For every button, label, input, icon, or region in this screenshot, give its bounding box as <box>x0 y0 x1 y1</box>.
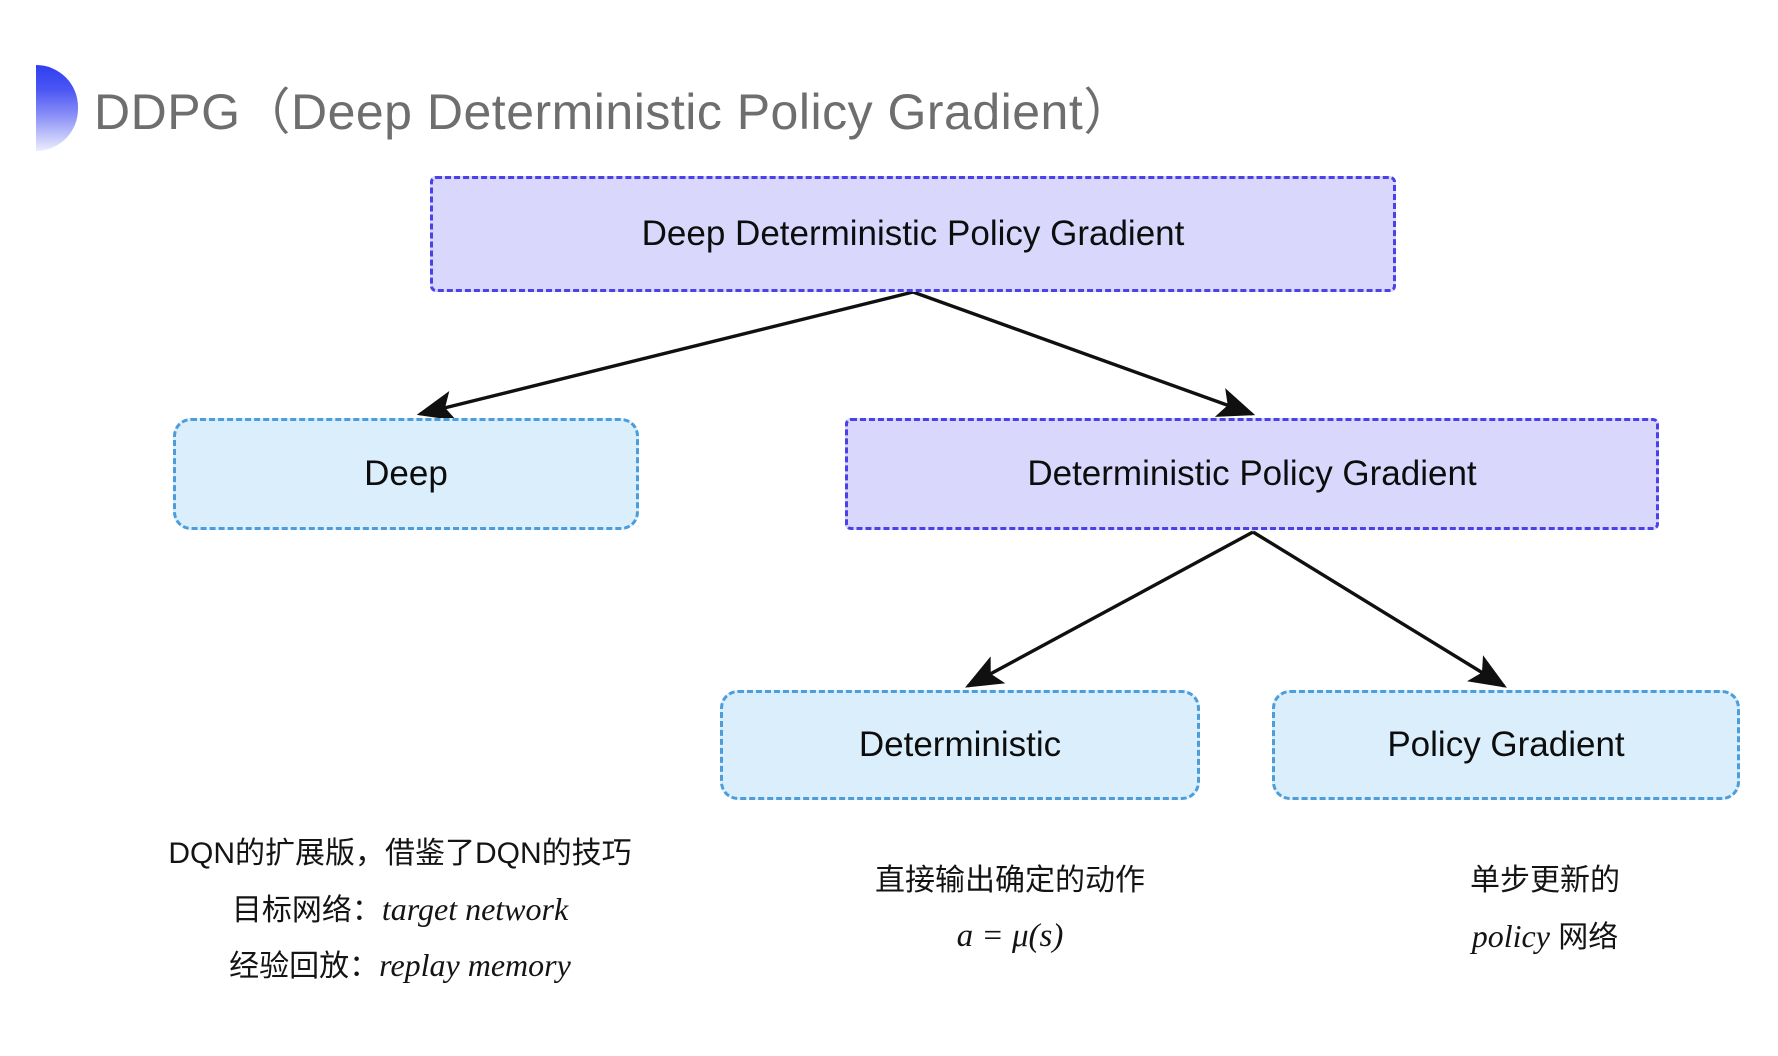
annotation-deep-term-target-network: target network <box>381 890 569 927</box>
annotation-deterministic-line-1: 直接输出确定的动作 <box>875 864 1145 897</box>
node-label: Deterministic Policy Gradient <box>1027 453 1477 493</box>
edge-root-to-dpg <box>912 290 1256 417</box>
node-policy-gradient[interactable]: Policy Gradient <box>1272 690 1740 800</box>
slide-margin-left <box>0 0 30 1056</box>
node-deterministic[interactable]: Deterministic <box>720 690 1200 800</box>
slide-margin-top <box>0 0 1778 28</box>
annotation-deep-line-3-label: 经验回放： <box>229 950 380 983</box>
node-label: Policy Gradient <box>1387 724 1625 764</box>
slide-title-row: DDPG（Deep Deterministic Policy Gradient） <box>36 62 1134 154</box>
annotation-deep-line-2-label: 目标网络： <box>231 893 382 927</box>
slide-margin-bottom <box>0 1024 1778 1056</box>
annotation-policy-gradient-line-1: 单步更新的 <box>1470 864 1620 897</box>
edge-root-to-deep <box>416 290 914 421</box>
annotation-deep-line-3: 经验回放：replay memory <box>120 937 680 994</box>
annotation-deterministic: 直接输出确定的动作 a = μ(s) <box>800 855 1220 965</box>
slide-margin-right <box>1750 0 1778 1056</box>
annotation-policy-gradient-line-2-label: 网络 <box>1558 920 1619 954</box>
title-bullet-icon <box>36 65 78 151</box>
node-label: Deep <box>364 453 448 493</box>
edge-dpg-to-deterministic <box>965 530 1254 688</box>
annotation-deep-line-1: DQN的扩展版，借鉴了DQN的技巧 <box>168 837 632 870</box>
node-label: Deterministic <box>858 724 1062 764</box>
page-title: DDPG（Deep Deterministic Policy Gradient） <box>94 84 1134 140</box>
node-deep[interactable]: Deep <box>173 418 639 530</box>
annotation-policy-gradient: 单步更新的 policy 网络 <box>1345 855 1745 964</box>
node-deep-deterministic-policy-gradient[interactable]: Deep Deterministic Policy Gradient <box>430 176 1396 292</box>
annotation-policy-gradient-term-policy: policy <box>1471 917 1550 954</box>
annotation-deterministic-formula: a = μ(s) <box>956 917 1064 954</box>
annotation-deep-term-replay-memory: replay memory <box>379 947 571 983</box>
edge-dpg-to-policy-gradient <box>1252 530 1507 688</box>
annotation-deep-line-2: 目标网络：target network <box>120 881 680 938</box>
annotation-deep: DQN的扩展版，借鉴了DQN的技巧 目标网络：target network 经验… <box>120 828 680 994</box>
node-label: Deep Deterministic Policy Gradient <box>641 213 1185 253</box>
node-deterministic-policy-gradient[interactable]: Deterministic Policy Gradient <box>845 418 1659 530</box>
annotation-policy-gradient-line-2: policy 网络 <box>1345 908 1745 965</box>
